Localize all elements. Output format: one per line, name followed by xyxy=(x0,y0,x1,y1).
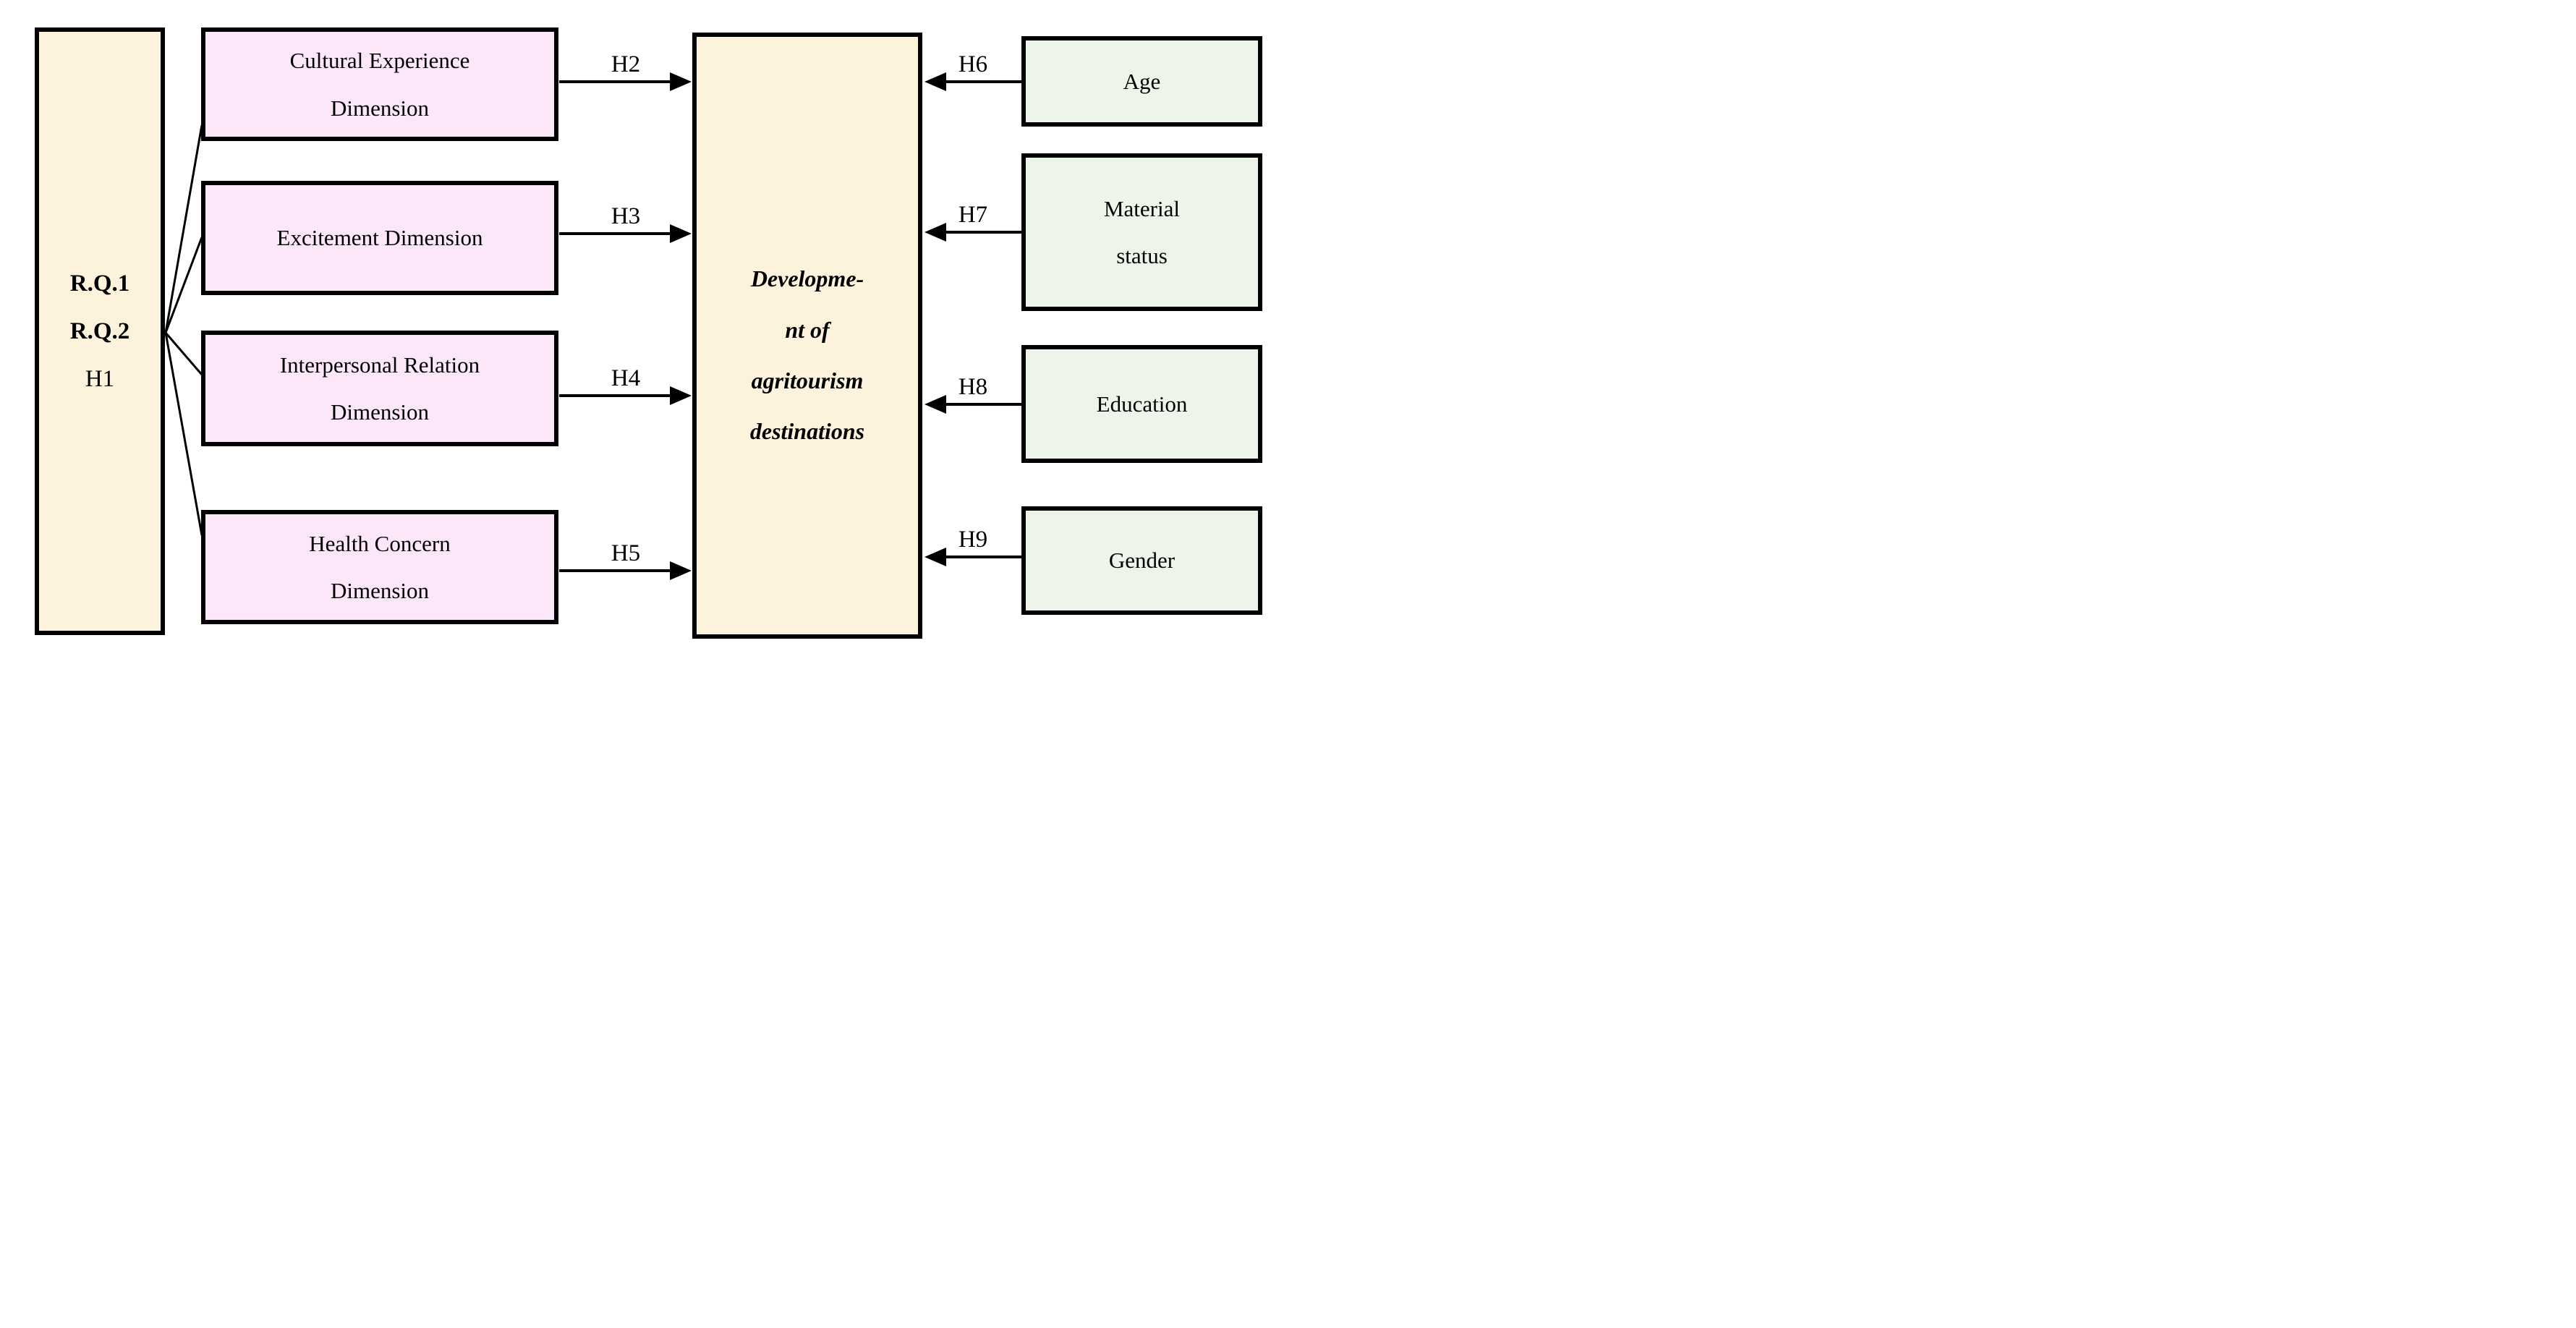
arrow-h9-head xyxy=(924,548,946,566)
hypothesis-label-h7: H7 xyxy=(958,202,988,228)
box-label-line: Excitement Dimension xyxy=(276,225,483,251)
hypothesis-label-h6: H6 xyxy=(958,51,988,77)
fan-line-to-excitement xyxy=(164,237,203,333)
box-label-line: Health Concern xyxy=(309,530,451,556)
box-label-line: Developme- xyxy=(750,265,864,292)
fan-line-to-interpersonal xyxy=(164,332,203,375)
gender-box: Gender xyxy=(1021,506,1262,615)
research-model-diagram: R.Q.1 R.Q.2 H1 Cultural Experience Dimen… xyxy=(0,0,1288,664)
box-label-line: Age xyxy=(1123,68,1161,94)
arrow-h2-head xyxy=(670,72,692,91)
box-label-line: Dimension xyxy=(330,95,430,121)
box-label-line: nt of xyxy=(785,316,830,343)
box-label-line: Education xyxy=(1096,391,1188,417)
connector-lines-layer xyxy=(164,72,1021,580)
box-label-line: Gender xyxy=(1108,548,1176,574)
research-questions-box: R.Q.1 R.Q.2 H1 xyxy=(35,27,165,635)
age-box: Age xyxy=(1021,36,1262,127)
arrow-h4-head xyxy=(670,386,692,405)
hypothesis-label-h8: H8 xyxy=(958,374,988,400)
box-label-line: Interpersonal Relation xyxy=(279,352,480,378)
hypothesis-label-h2: H2 xyxy=(611,51,641,77)
box-label-line: Dimension xyxy=(330,399,430,425)
fan-line-to-health xyxy=(164,332,203,536)
hypothesis-h1: H1 xyxy=(85,366,115,392)
box-label-line: status xyxy=(1116,243,1168,268)
box-label-line: Dimension xyxy=(330,578,430,603)
interpersonal-relation-dimension-box: Interpersonal Relation Dimension xyxy=(201,331,558,446)
arrow-h3-head xyxy=(670,224,692,243)
arrow-h8-head xyxy=(924,395,946,414)
arrow-h6-head xyxy=(924,72,946,91)
material-status-box: Material status xyxy=(1021,153,1262,311)
fan-line-to-cultural xyxy=(164,124,203,333)
research-question-2: R.Q.2 xyxy=(69,318,130,344)
box-label-line: destinations xyxy=(749,418,865,445)
hypothesis-label-h9: H9 xyxy=(958,527,988,553)
box-label-line: Cultural Experience xyxy=(289,48,470,74)
excitement-dimension-box: Excitement Dimension xyxy=(201,181,558,295)
hypothesis-label-h4: H4 xyxy=(611,365,641,391)
education-box: Education xyxy=(1021,345,1262,463)
research-question-1: R.Q.1 xyxy=(69,271,130,297)
development-of-agritourism-destinations-box: Developme- nt of agritourism destination… xyxy=(692,33,922,639)
arrow-h7-head xyxy=(924,223,946,242)
box-label-line: agritourism xyxy=(751,367,864,393)
health-concern-dimension-box: Health Concern Dimension xyxy=(201,510,558,624)
arrow-h5-head xyxy=(670,561,692,580)
hypothesis-label-h3: H3 xyxy=(611,203,641,229)
hypothesis-label-h5: H5 xyxy=(611,540,641,566)
cultural-experience-dimension-box: Cultural Experience Dimension xyxy=(201,27,558,141)
box-label-line: Material xyxy=(1103,195,1180,221)
